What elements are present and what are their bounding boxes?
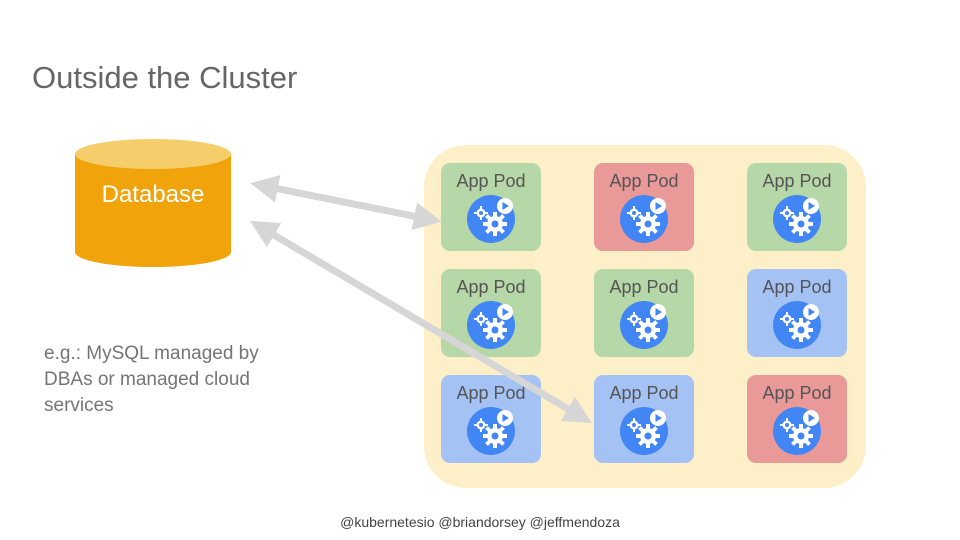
pod-gear-icon [771,299,823,351]
pod-gear-icon [465,299,517,351]
pod-gear-icon [465,405,517,457]
app-pod-label: App Pod [609,383,679,403]
app-pod-label: App Pod [456,277,526,297]
pod-gear-icon [618,299,670,351]
pod-gear-icon [771,193,823,245]
database-cylinder: Database [73,137,233,269]
database-label: Database [101,181,205,208]
app-pod-label: App Pod [456,383,526,403]
app-pod-label: App Pod [762,171,832,191]
app-pod-7: App Pod [441,375,541,463]
database-icon [75,139,231,267]
app-pod-4: App Pod [441,269,541,357]
footer-handles: @kubernetesio @briandorsey @jeffmendoza [340,514,620,530]
app-pod-8: App Pod [594,375,694,463]
app-pod-label: App Pod [609,277,679,297]
pod-gear-icon [618,193,670,245]
app-pod-label: App Pod [609,171,679,191]
app-pod-3: App Pod [747,163,847,251]
database-note: e.g.: MySQL managed by DBAs or managed c… [44,343,259,416]
app-pod-label: App Pod [762,277,832,297]
pod-gear-icon [465,193,517,245]
app-pod-5: App Pod [594,269,694,357]
app-pod-label: App Pod [456,171,526,191]
app-pod-6: App Pod [747,269,847,357]
slide-title: Outside the Cluster [32,60,298,95]
arrow-database-to-pod-1 [250,175,442,230]
pod-gear-icon [618,405,670,457]
pod-gear-icon [771,405,823,457]
app-pod-label: App Pod [762,383,832,403]
app-pod-9: App Pod [747,375,847,463]
app-pod-2: App Pod [594,163,694,251]
cluster-area: App Pod App Pod App Pod [424,145,866,488]
app-pod-1: App Pod [441,163,541,251]
